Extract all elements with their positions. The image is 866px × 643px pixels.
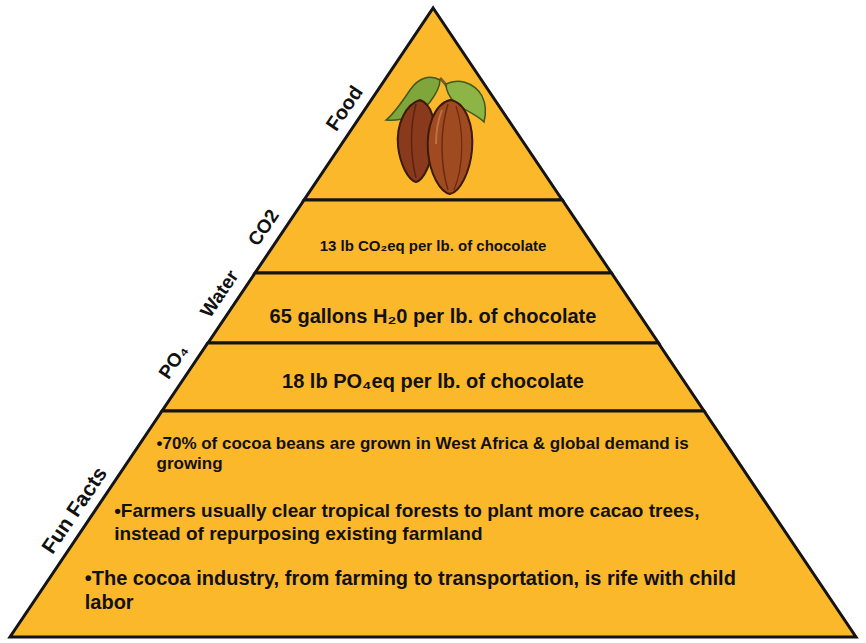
pod-ridge [442, 104, 448, 190]
fact-bullet: •The cocoa industry, from farming to tra… [85, 566, 782, 614]
pod-ridge [412, 104, 417, 178]
band-outline [10, 411, 856, 637]
metric-text: 13 lb CO₂eq per lb. of chocolate [320, 237, 547, 255]
metric-text: 65 gallons H₂0 per lb. of chocolate [270, 304, 597, 328]
fact-bullet: •70% of cocoa beans are grown in West Af… [157, 434, 710, 475]
band-outline [304, 8, 562, 200]
metric-text: 18 lb PO₄eq per lb. of chocolate [282, 369, 584, 393]
band-outline [162, 343, 704, 411]
fact-bullet: •Farmers usually clear tropical forests … [114, 500, 752, 546]
pyramid-band: CO213 lb CO₂eq per lb. of chocolate [255, 200, 611, 273]
pod-highlight [436, 110, 442, 144]
pyramid-band: PO₄18 lb PO₄eq per lb. of chocolate [162, 343, 704, 411]
band-shape [255, 200, 611, 273]
pyramid-base: Fun Facts•70% of cocoa beans are grown i… [10, 411, 856, 637]
right-pod [428, 100, 473, 194]
pyramid-band: Water65 gallons H₂0 per lb. of chocolate [208, 273, 659, 343]
cocoa-pod-illustration [380, 70, 490, 200]
band-outline [255, 200, 611, 273]
pod-ridge [454, 106, 462, 190]
band-outline [208, 273, 659, 343]
